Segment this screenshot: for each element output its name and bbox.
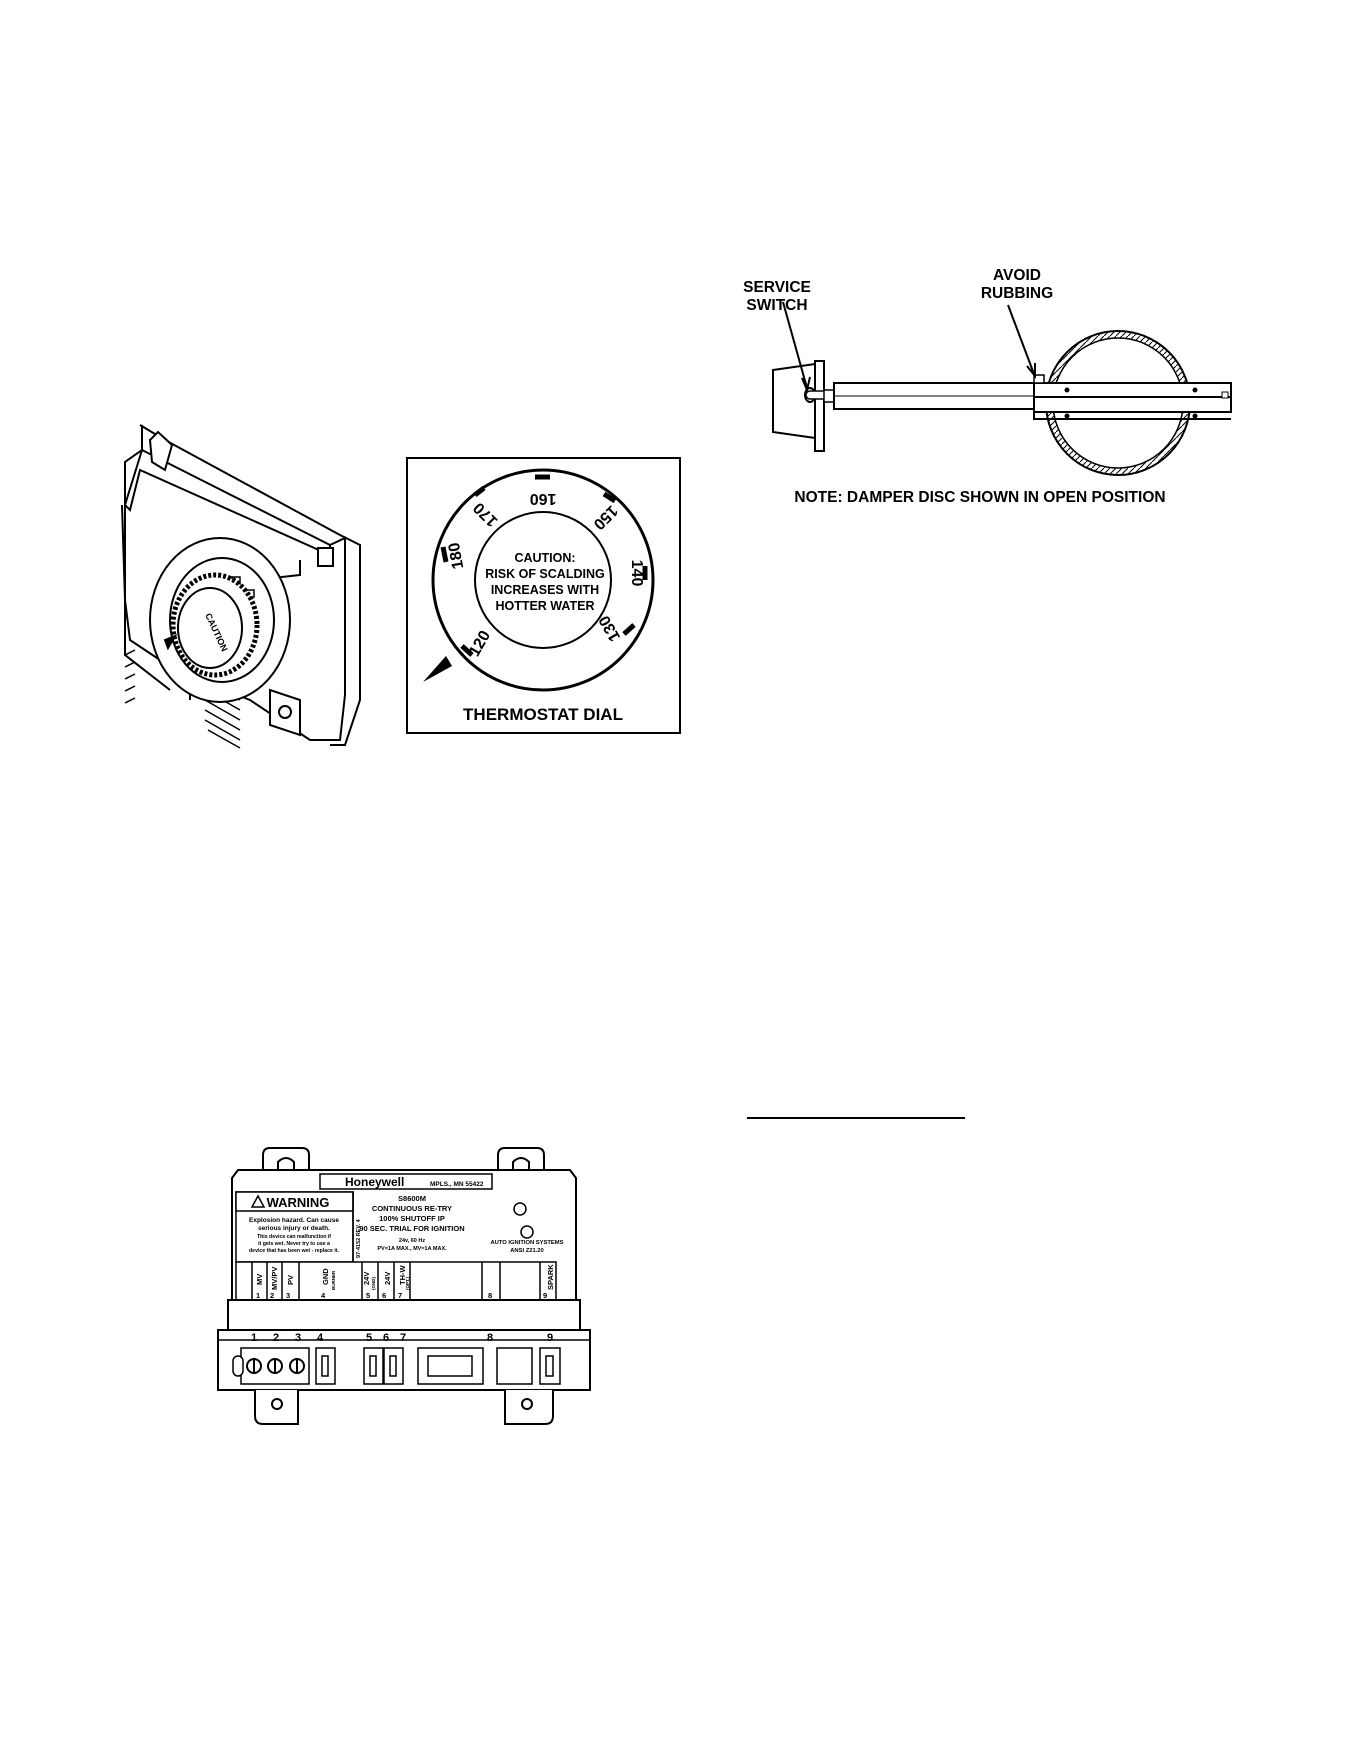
module-spec-1: CONTINUOUS RE-TRY xyxy=(372,1204,452,1213)
ignition-module xyxy=(217,1147,591,1425)
cert-line-2: ANSI Z21.20 xyxy=(510,1248,544,1254)
service-switch-label-1: SERVICE xyxy=(743,279,811,296)
dial-tick-180 xyxy=(440,546,449,563)
dial-mark-180: 180 xyxy=(446,541,467,570)
terminal-label-24v-gnd: 24V xyxy=(362,1272,371,1285)
warning-text-4: it gets wet. Never try to use a xyxy=(258,1241,330,1247)
terminal-sublabel-opt: (OPT.) xyxy=(405,1276,410,1290)
module-brand: Honeywell xyxy=(345,1175,404,1189)
module-rev: 97-4152 REV. 4 xyxy=(356,1218,362,1258)
terminal-row-number-5: 5 xyxy=(366,1291,370,1300)
terminal-row-number-3: 3 xyxy=(286,1291,290,1300)
dial-caution-line-4: HOTTER WATER xyxy=(495,599,594,613)
dial-caution-line-1: CAUTION: xyxy=(514,551,575,565)
dial-tick-170 xyxy=(473,486,486,497)
module-spec-2: 100% SHUTOFF IP xyxy=(379,1214,445,1223)
terminal-label-24v: 24V xyxy=(383,1272,392,1285)
warning-triangle-icon xyxy=(250,1194,266,1208)
terminal-number-8: 8 xyxy=(487,1332,493,1344)
terminal-number-3: 3 xyxy=(295,1332,301,1344)
terminal-row-number-8: 8 xyxy=(488,1291,492,1300)
module-spec-3: 90 SEC. TRIAL FOR IGNITION xyxy=(359,1224,464,1233)
dial-tick-130 xyxy=(622,623,636,636)
avoid-rubbing-label-2: RUBBING xyxy=(981,285,1053,302)
dial-mark-140: 140 xyxy=(628,560,645,587)
terminal-label-pv: PV xyxy=(286,1275,295,1285)
warning-text-1: Explosion hazard. Can cause xyxy=(249,1217,339,1224)
warning-text-5: device that has been wet - replace it. xyxy=(249,1248,340,1254)
dial-caution-line-3: INCREASES WITH xyxy=(491,583,599,597)
terminal-number-7: 7 xyxy=(400,1332,406,1344)
terminal-row-number-2: 2 xyxy=(270,1291,274,1300)
warning-text-2: serious injury or death. xyxy=(258,1225,330,1232)
avoid-rubbing-leader xyxy=(1007,304,1035,375)
terminal-sublabel-gnd: (GND) xyxy=(371,1277,376,1290)
module-location: MPLS., MN 55422 xyxy=(430,1181,484,1188)
terminal-row-number-9: 9 xyxy=(543,1291,547,1300)
terminal-number-9: 9 xyxy=(547,1332,553,1344)
terminal-number-6: 6 xyxy=(383,1332,389,1344)
dial-mark-160: 160 xyxy=(530,490,557,507)
warning-title: WARNING xyxy=(267,1195,330,1210)
dial-tick-120 xyxy=(460,644,474,657)
aga-logo-icon xyxy=(520,1225,534,1239)
damper-diagram xyxy=(772,301,1232,476)
terminal-number-2: 2 xyxy=(273,1332,279,1344)
terminal-label-spark: SPARK xyxy=(546,1264,555,1290)
thermostat-dial-label: THERMOSTAT DIAL xyxy=(463,705,623,724)
terminal-number-1: 1 xyxy=(251,1332,257,1344)
module-model: S8600M xyxy=(398,1194,426,1203)
cert-logo-icon xyxy=(513,1202,527,1216)
warning-text-3: This device can malfunction if xyxy=(257,1234,331,1240)
terminal-label-mv: MV xyxy=(255,1274,264,1285)
dial-pointer-icon xyxy=(423,656,452,682)
terminal-number-5: 5 xyxy=(366,1332,372,1344)
terminal-label-thw: TH-W xyxy=(398,1265,407,1285)
terminal-row-number-1: 1 xyxy=(256,1291,260,1300)
module-ratings: PV=1A MAX., MV=1A MAX. xyxy=(377,1246,447,1252)
damper-note: NOTE: DAMPER DISC SHOWN IN OPEN POSITION xyxy=(794,489,1165,506)
dial-caution-line-2: RISK OF SCALDING xyxy=(485,567,604,581)
terminal-sublabel-burner: BURNER xyxy=(331,1270,336,1290)
thermostat-dial-box: 120 130 140 150 160 170 180 CAUTION: RIS… xyxy=(406,457,681,734)
cert-line-1: AUTO IGNITION SYSTEMS xyxy=(490,1240,563,1246)
service-switch-label-2: SWITCH xyxy=(746,297,807,314)
gas-valve-illustration xyxy=(121,424,361,749)
terminal-label-mvpv: MV/PV xyxy=(270,1267,279,1290)
terminal-row-number-7: 7 xyxy=(398,1291,402,1300)
dial-tick-150 xyxy=(602,491,617,504)
avoid-rubbing-label-1: AVOID xyxy=(993,267,1041,284)
module-power: 24v, 60 Hz xyxy=(399,1238,425,1244)
terminal-row-number-6: 6 xyxy=(382,1291,386,1300)
terminal-number-4: 4 xyxy=(317,1332,324,1344)
terminal-row-number-4: 4 xyxy=(321,1291,326,1300)
service-switch-leader xyxy=(782,301,808,389)
terminal-label-gnd: GND xyxy=(321,1268,330,1285)
